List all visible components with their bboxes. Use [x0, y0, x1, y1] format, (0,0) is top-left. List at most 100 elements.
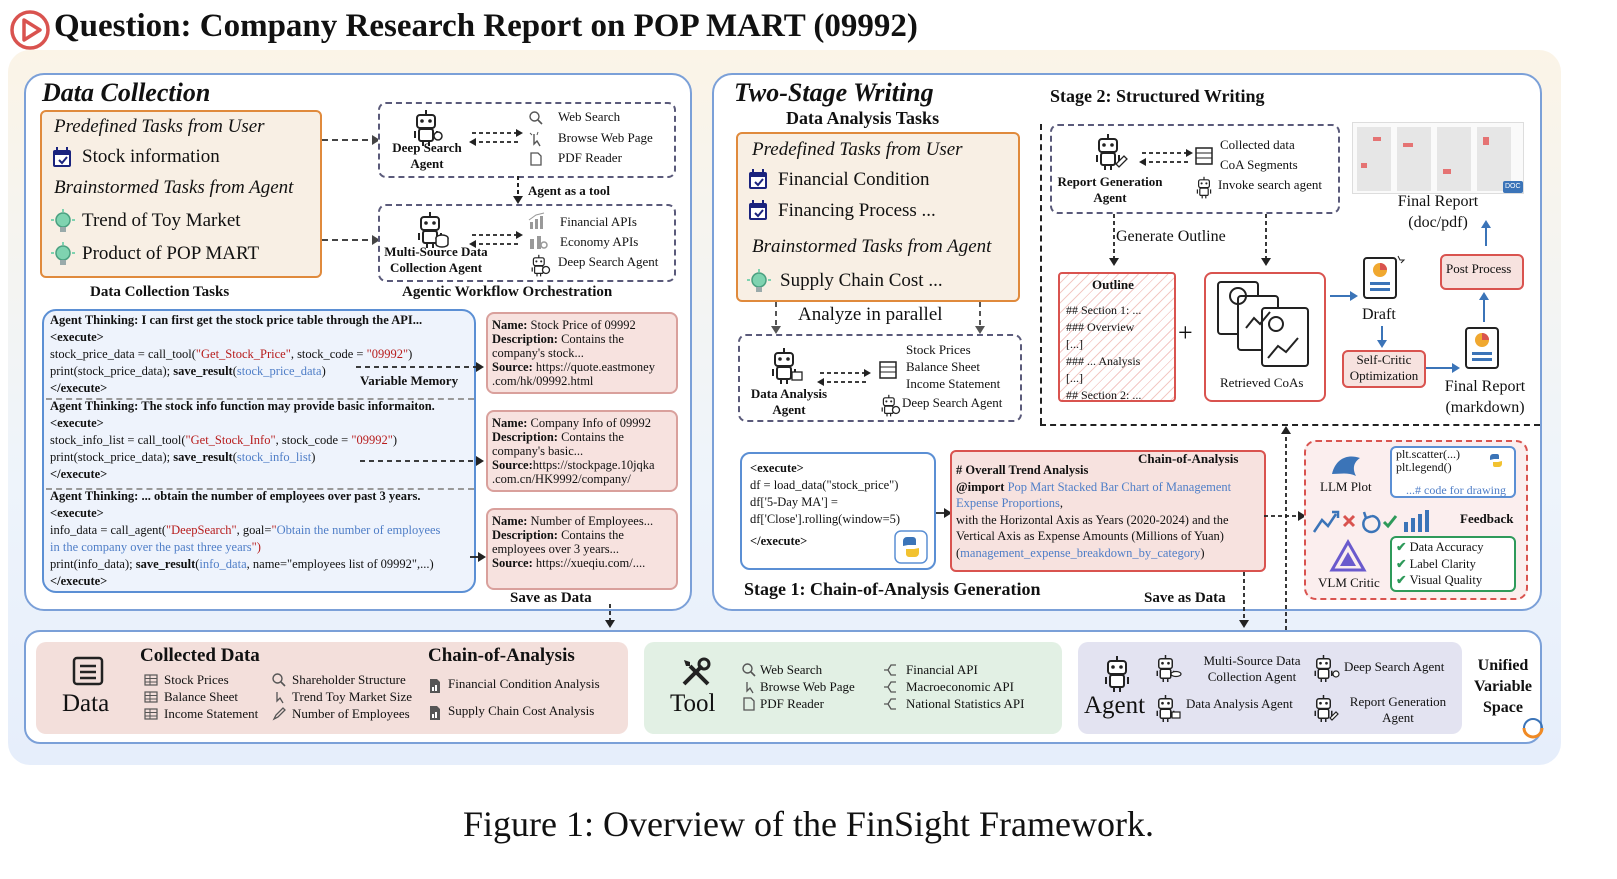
draft-label: Draft [1362, 306, 1396, 323]
agent-thinking: Agent Thinking: ... obtain the number of… [50, 489, 421, 503]
tool-label: Tool [670, 690, 716, 717]
arrow [1239, 572, 1249, 628]
arrow [936, 508, 952, 518]
code-separator [46, 488, 474, 490]
data-label: Data [62, 690, 110, 717]
agent-item: Multi-Source Data Collection Agent [1203, 653, 1301, 685]
checks-box [1390, 536, 1516, 592]
dc-predefined-item: Stock information [82, 146, 220, 167]
pencil-icon [272, 707, 286, 721]
deep-search-agent-label: Deep Search Agent [392, 140, 462, 172]
arrow [356, 362, 484, 372]
magnifier-icon [529, 111, 543, 125]
bidirectional-arrow [469, 129, 523, 146]
tool-item: Financial API [906, 662, 978, 677]
arrow [1261, 214, 1271, 266]
check-icon: ✔ [1396, 540, 1410, 554]
tool-browse-web-page: Browse Web Page [558, 130, 653, 145]
report-agent-box [1050, 124, 1340, 214]
pdf-icon [530, 152, 542, 166]
stage2-border [1040, 424, 1540, 426]
wr-predefined-item: Financial Condition [778, 169, 930, 190]
final-md-label: Final Report (markdown) [1444, 378, 1526, 416]
robot-search-icon [414, 109, 443, 147]
code-line: print(stock_price_data); save_result(sto… [50, 450, 316, 464]
self-critic-label: Self-Critic Optimization [1349, 352, 1419, 384]
tool-item: Macroeconomic API [906, 679, 1014, 694]
coa-item: Financial Condition Analysis [448, 676, 600, 691]
wr-brainstorm-item: Supply Chain Cost ... [780, 270, 943, 291]
arrow [470, 552, 486, 562]
arrow [322, 235, 380, 245]
report-tool-item: Collected data [1220, 137, 1295, 152]
data-section [36, 642, 628, 734]
collected-item: Balance Sheet [164, 689, 238, 704]
documents-chart-icon [1217, 281, 1309, 367]
calendar-check-icon [748, 168, 768, 190]
vlm-critic-icon [1329, 538, 1367, 572]
final-doc-label: Final Report (doc/pdf) [1397, 193, 1479, 231]
report-tool-item: Invoke search agent [1218, 177, 1322, 192]
llm-bird-icon [1332, 456, 1360, 476]
collected-item: Shareholder Structure [292, 672, 406, 687]
coa-box [950, 450, 1266, 572]
agent-section [1078, 642, 1462, 734]
tool-web-search: Web Search [558, 109, 621, 124]
llm-plot-label: LLM Plot [1320, 479, 1372, 494]
analysis-code: <execute> df = load_data("stock_price") … [750, 461, 901, 548]
outline-box [1058, 272, 1176, 402]
tool-financial-apis: Financial APIs [560, 214, 637, 229]
code-block: Agent Thinking: The stock info function … [50, 398, 435, 483]
plot-code: plt.scatter(...) plt.legend() ...# code … [1396, 447, 1506, 497]
agent-thinking: Agent Thinking: The stock info function … [50, 399, 435, 413]
memory-card [486, 410, 678, 492]
memory-card-text: Name: Company Info of 09992 Description:… [492, 416, 655, 486]
robot-search-icon [881, 394, 901, 417]
document-chart-icon [430, 679, 440, 693]
data-analysis-agent-label: Data Analysis Agent [750, 386, 828, 418]
collected-item: Income Statement [164, 706, 259, 721]
economy-chart-icon [530, 236, 548, 249]
arrow [1481, 220, 1491, 246]
analysis-tasks-label: Data Analysis Tasks [786, 108, 940, 128]
robot-write-icon [1096, 133, 1128, 171]
check-icon: ✔ [1396, 573, 1410, 587]
memory-card [486, 508, 678, 590]
table-icon [144, 674, 158, 686]
robot-write-icon [1314, 694, 1339, 723]
robot-chart-icon [1156, 694, 1181, 723]
unified-label: Unified Variable Space [1473, 657, 1533, 716]
data-collection-title: Data Collection [42, 78, 211, 107]
collected-header: Collected Data [140, 645, 260, 666]
tool-item: Web Search [760, 662, 823, 677]
report-tool-item: CoA Segments [1220, 157, 1298, 172]
tool-economy-apis: Economy APIs [560, 234, 639, 249]
robot-database-icon [418, 211, 449, 249]
arrow [513, 176, 523, 204]
robot-database-icon [1156, 654, 1182, 683]
wr-predefined-header: Predefined Tasks from User [752, 139, 963, 160]
analysis-tool-item: Deep Search Agent [902, 395, 1003, 410]
cursor-click-icon [746, 682, 754, 694]
wr-brainstorm-header: Brainstormed Tasks from Agent [752, 236, 992, 257]
retrieved-coas-label: Retrieved CoAs [1220, 375, 1304, 390]
feedback-label: Feedback [1460, 511, 1514, 526]
check-label: Data Accuracy [1409, 540, 1484, 554]
agent-item: Deep Search Agent [1344, 659, 1445, 674]
dc-predefined-header: Predefined Tasks from User [54, 116, 265, 137]
tool-item: PDF Reader [760, 696, 824, 711]
chart-comparison-icon [1312, 510, 1429, 534]
robot-search-icon [531, 254, 551, 277]
writing-title: Two-Stage Writing [734, 78, 934, 107]
agent-as-tool-label: Agent as a tool [528, 183, 610, 198]
agent-label: Agent [1084, 692, 1146, 719]
robot-search-icon [1314, 654, 1340, 683]
bidirectional-arrow [1139, 149, 1193, 166]
robot-icon [1105, 655, 1129, 693]
coa-header: Chain-of-Analysis [428, 645, 575, 666]
tool-section [644, 642, 1062, 734]
arrow [1330, 291, 1358, 301]
bidirectional-arrow [817, 369, 871, 386]
dc-brainstorm-item: Product of POP MART [82, 243, 260, 264]
wr-predefined-item: Financing Process ... [778, 200, 936, 221]
